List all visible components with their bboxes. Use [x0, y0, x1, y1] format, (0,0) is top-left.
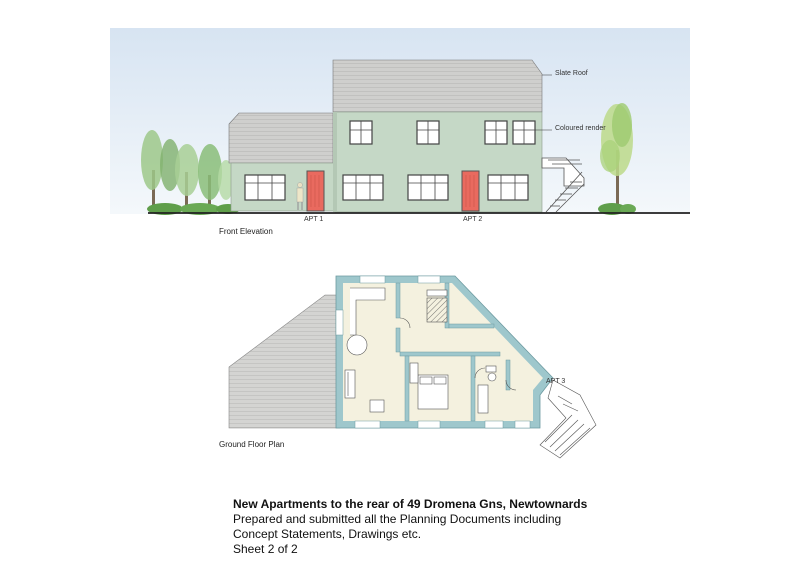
sheet-number: Sheet 2 of 2	[233, 542, 298, 556]
upper-window	[349, 120, 373, 145]
person-figure	[296, 182, 304, 210]
ground-window	[342, 174, 384, 201]
tree-left	[141, 130, 234, 212]
ground-window	[407, 174, 449, 201]
apt2-door	[461, 170, 480, 212]
project-title: New Apartments to the rear of 49 Dromena…	[233, 497, 588, 511]
ground-floor-plan	[228, 275, 597, 459]
apt1-door	[306, 170, 325, 212]
upper-window	[512, 120, 536, 145]
front-elevation-caption: Front Elevation	[219, 227, 273, 236]
project-notes: New Apartments to the rear of 49 Dromena…	[233, 497, 587, 557]
ground-floor-plan-caption: Ground Floor Plan	[219, 440, 285, 449]
plan-furniture	[344, 287, 517, 414]
adjacent-roof	[228, 294, 341, 429]
hedge-right	[598, 203, 636, 215]
project-description-line: Concept Statements, Drawings etc.	[233, 527, 422, 541]
upper-window	[416, 120, 440, 145]
front-elevation	[110, 28, 690, 215]
slate-roof-label: Slate Roof	[555, 70, 588, 77]
apt2-label: APT 2	[463, 216, 483, 223]
ground-window	[487, 174, 529, 201]
apt1-label: APT 1	[304, 216, 324, 223]
coloured-render-label: Coloured render	[555, 125, 606, 132]
project-description-line: Prepared and submitted all the Planning …	[233, 512, 562, 526]
plan-external-stair	[539, 379, 597, 459]
upper-window	[484, 120, 508, 145]
main-roof	[332, 59, 543, 113]
plan-windows	[335, 275, 531, 429]
ground-window	[244, 174, 286, 201]
apt3-label: APT 3	[546, 378, 566, 385]
tree-right	[600, 103, 633, 212]
lower-wing-roof	[228, 112, 334, 164]
external-stair	[541, 157, 585, 213]
